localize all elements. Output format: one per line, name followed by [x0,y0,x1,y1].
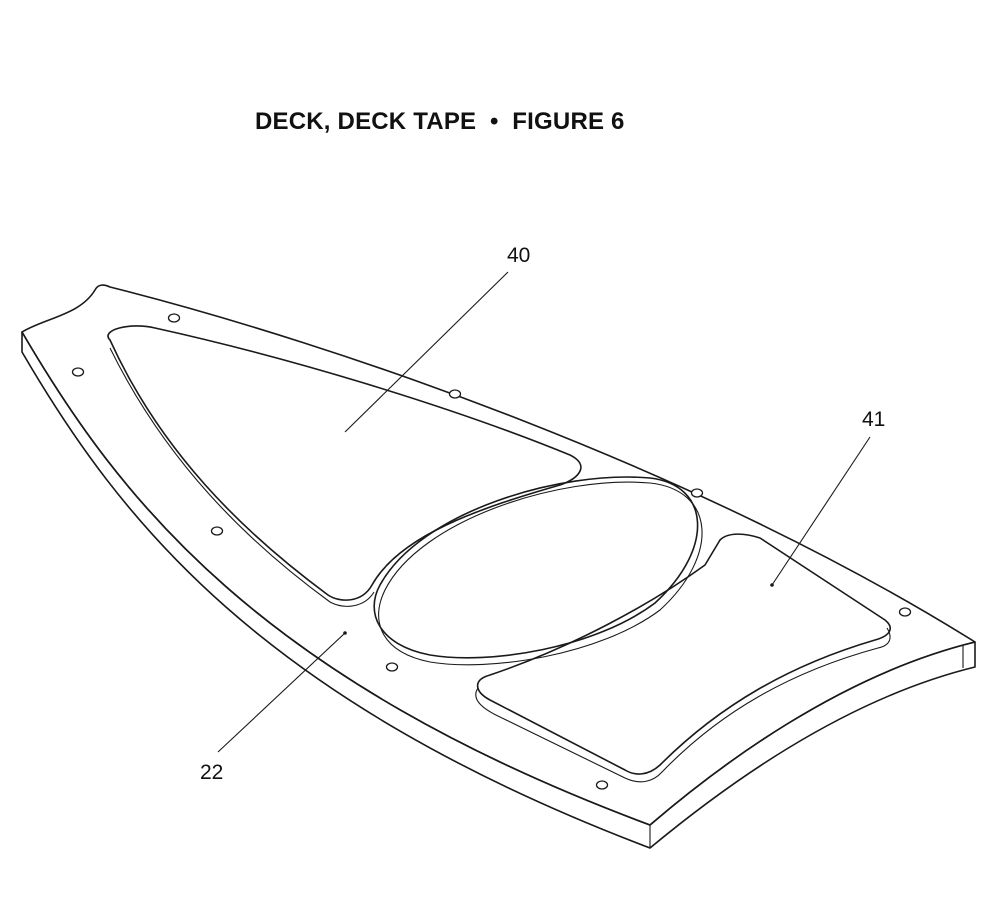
callout-label-22: 22 [200,761,223,784]
mounting-hole [595,780,609,790]
mounting-hole [690,488,704,498]
deck-side-face [21,331,976,849]
deck-board [21,284,976,849]
mounting-hole [385,662,399,672]
leader-line-22 [217,632,346,753]
center-oval-plate [373,476,703,666]
mounting-holes [71,313,912,790]
mounting-hole [210,526,224,536]
deck-bottom-edge [21,351,651,849]
mounting-hole [898,607,912,617]
callout-label-40: 40 [507,244,530,267]
callout-label-41: 41 [862,408,885,431]
figure-title: DECK, DECK TAPE • FIGURE 6 [255,108,625,135]
deck-tape-front [107,325,582,607]
deck-tape-rear [475,533,891,783]
leader-line-40 [344,271,509,433]
deck-top-face [21,284,976,826]
mounting-hole [448,389,462,399]
mounting-hole [71,367,85,377]
mounting-hole [167,313,181,323]
leader-lines [217,271,871,753]
leader-line-41 [771,436,871,586]
